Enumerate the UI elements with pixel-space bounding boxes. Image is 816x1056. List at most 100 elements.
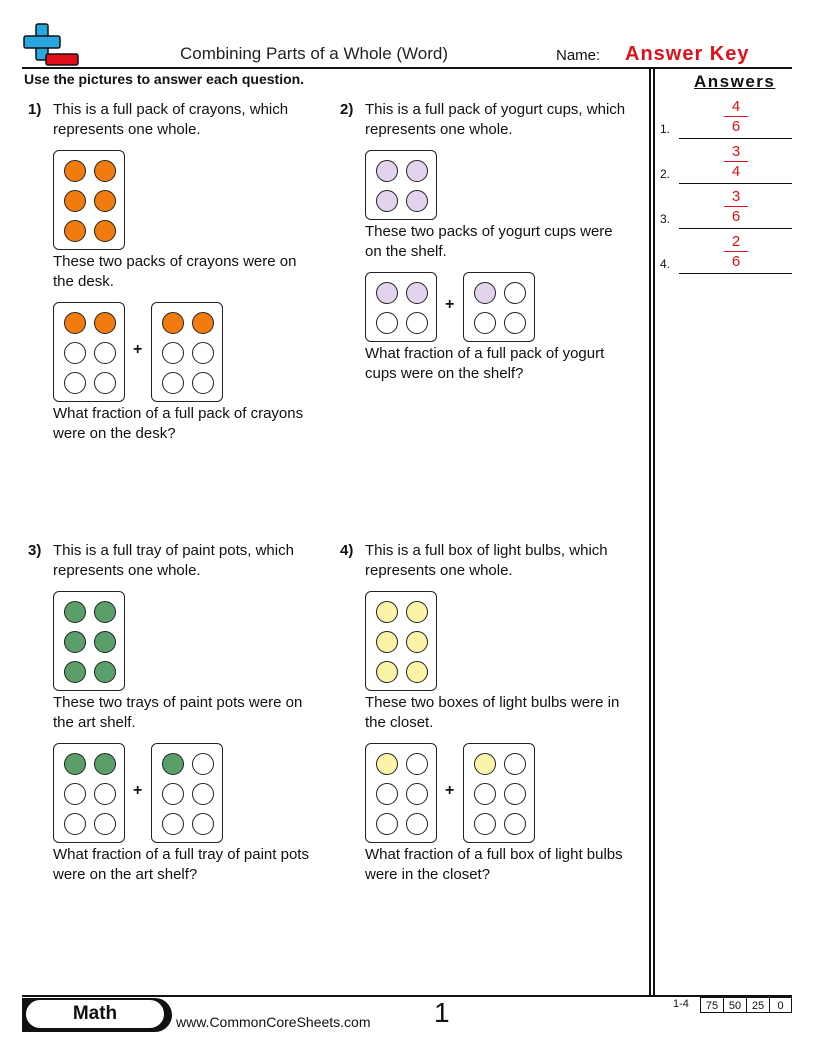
- filled-item: [406, 661, 428, 683]
- empty-item: [64, 342, 86, 364]
- question-setup-line: These two trays of paint pots were on: [53, 694, 303, 711]
- question-setup-line: on the shelf.: [365, 243, 447, 260]
- question-intro-line: This is a full pack of crayons, which: [53, 101, 289, 118]
- question-intro-line: represents one whole.: [365, 562, 513, 579]
- question-number: 1): [28, 101, 42, 118]
- whole-pack: [53, 150, 125, 250]
- fraction-bar: [724, 206, 748, 207]
- plus-sign: +: [445, 296, 455, 313]
- answer-number: 1.: [660, 122, 671, 136]
- empty-item: [94, 342, 116, 364]
- fraction-bar: [724, 161, 748, 162]
- second-pack: [151, 302, 223, 402]
- fraction-denominator: 4: [731, 163, 741, 180]
- answers-heading: Answers: [694, 72, 776, 91]
- first-pack: [365, 743, 437, 843]
- empty-item: [406, 753, 428, 775]
- filled-item: [192, 312, 214, 334]
- filled-item: [94, 753, 116, 775]
- fraction-bar: [724, 116, 748, 117]
- empty-item: [474, 783, 496, 805]
- question-intro-line: This is a full box of light bulbs, which: [365, 542, 608, 559]
- answer-column-divider-inner: [653, 67, 655, 995]
- empty-item: [406, 312, 428, 334]
- first-pack: [53, 302, 125, 402]
- second-pack: [463, 743, 535, 843]
- score-box: 75: [700, 997, 724, 1013]
- filled-item: [376, 160, 398, 182]
- answer-line: [679, 228, 792, 229]
- filled-item: [406, 190, 428, 212]
- filled-item: [94, 631, 116, 653]
- filled-item: [64, 312, 86, 334]
- answer-line: [679, 138, 792, 139]
- plus-sign: +: [133, 341, 143, 358]
- filled-item: [94, 220, 116, 242]
- empty-item: [64, 783, 86, 805]
- empty-item: [504, 282, 526, 304]
- instructions: Use the pictures to answer each question…: [24, 71, 305, 87]
- answer-line: [679, 183, 792, 184]
- empty-item: [64, 813, 86, 835]
- question-intro: This is a full box of light bulbs, which…: [365, 541, 608, 581]
- empty-item: [376, 813, 398, 835]
- question-intro-line: This is a full tray of paint pots, which: [53, 542, 294, 559]
- fraction-numerator: 2: [731, 233, 741, 250]
- filled-item: [376, 661, 398, 683]
- empty-item: [94, 813, 116, 835]
- question-setup: These two packs of yogurt cups were on th…: [365, 222, 613, 262]
- filled-item: [64, 661, 86, 683]
- question-setup-line: These two packs of yogurt cups were: [365, 223, 613, 240]
- filled-item: [94, 190, 116, 212]
- fraction-denominator: 6: [731, 208, 741, 225]
- fraction-bar: [724, 251, 748, 252]
- website-url: www.CommonCoreSheets.com: [176, 1014, 371, 1030]
- question-prompt-line: What fraction of a full pack of crayons: [53, 405, 304, 422]
- page-number: 1: [434, 997, 450, 1028]
- question-number: 4): [340, 542, 354, 559]
- filled-item: [406, 160, 428, 182]
- empty-item: [474, 813, 496, 835]
- question-setup-line: the closet.: [365, 714, 434, 731]
- empty-item: [64, 372, 86, 394]
- question-setup-line: These two packs of crayons were on: [53, 253, 297, 270]
- filled-item: [474, 753, 496, 775]
- fraction-denominator: 6: [731, 118, 741, 135]
- fraction-numerator: 3: [731, 188, 741, 205]
- filled-item: [94, 601, 116, 623]
- first-pack: [53, 743, 125, 843]
- empty-item: [162, 372, 184, 394]
- question-setup-line: the art shelf.: [53, 714, 136, 731]
- plus-sign: +: [445, 782, 455, 799]
- subject-pill: Math: [24, 998, 166, 1030]
- empty-item: [406, 813, 428, 835]
- empty-item: [162, 813, 184, 835]
- empty-item: [376, 783, 398, 805]
- second-pack: [151, 743, 223, 843]
- empty-item: [192, 783, 214, 805]
- empty-item: [192, 372, 214, 394]
- whole-pack: [53, 591, 125, 691]
- score-box: 25: [746, 997, 770, 1013]
- second-pack: [463, 272, 535, 342]
- question-prompt-line: What fraction of a full box of light bul…: [365, 846, 623, 863]
- filled-item: [64, 631, 86, 653]
- question-intro: This is a full pack of yogurt cups, whic…: [365, 100, 625, 140]
- question-prompt: What fraction of a full pack of crayons w…: [53, 404, 303, 444]
- filled-item: [64, 220, 86, 242]
- filled-item: [406, 601, 428, 623]
- answer-column-divider: [649, 67, 651, 995]
- question-intro-line: This is a full pack of yogurt cups, whic…: [365, 101, 626, 118]
- filled-item: [64, 601, 86, 623]
- question-prompt-line: were in the closet?: [365, 866, 491, 883]
- question-prompt-line: were on the desk?: [53, 425, 176, 442]
- filled-item: [406, 631, 428, 653]
- worksheet-title: Combining Parts of a Whole (Word): [180, 44, 449, 63]
- filled-item: [94, 160, 116, 182]
- question-intro-line: represents one whole.: [53, 562, 201, 579]
